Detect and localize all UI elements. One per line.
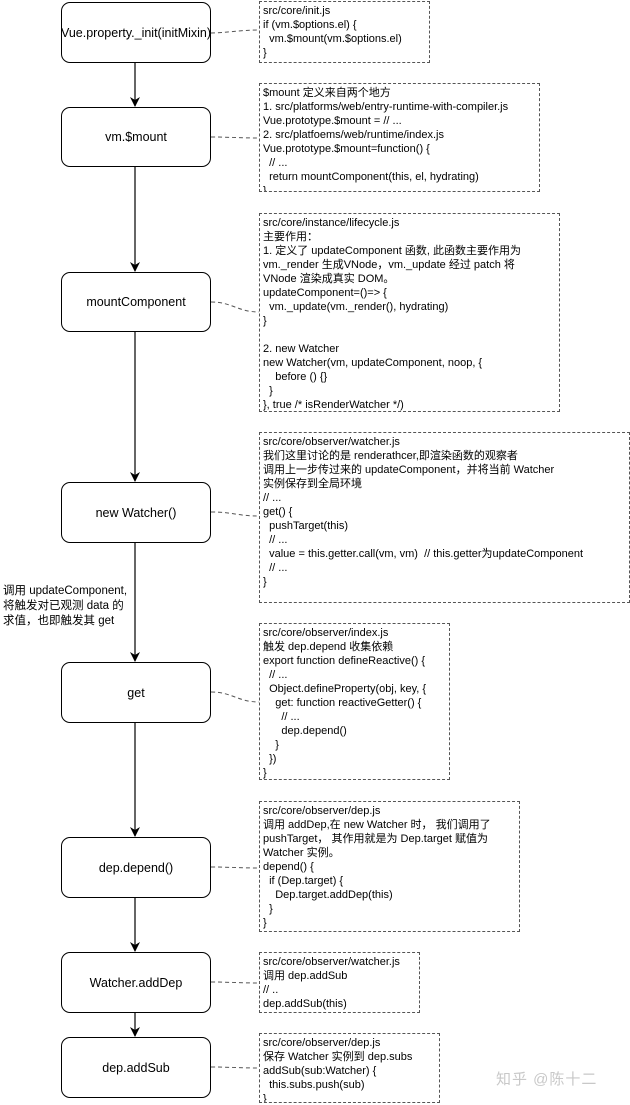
- node-mount-component-label: mountComponent: [86, 295, 186, 309]
- side-annotation: 调用 updateComponent, 将触发对已观测 data 的 求值，也即…: [3, 585, 128, 627]
- node-dep-addsub: dep.addSub: [61, 1037, 211, 1098]
- dash-link-7: [210, 981, 260, 984]
- note-mount: $mount 定义来自两个地方 1. src/platforms/web/ent…: [259, 83, 540, 192]
- node-vm-mount: vm.$mount: [61, 107, 211, 167]
- note-init: src/core/init.js if (vm.$options.el) { v…: [259, 1, 430, 63]
- node-new-watcher: new Watcher(): [61, 482, 211, 543]
- watermark: 知乎 @陈十二: [496, 1071, 598, 1088]
- dash-link-6: [210, 866, 260, 869]
- node-new-watcher-label: new Watcher(): [95, 505, 177, 520]
- note-get: src/core/observer/index.js 触发 dep.depend…: [259, 623, 450, 780]
- node-watcher-adddep: Watcher.addDep: [61, 952, 211, 1013]
- dash-link-5: [210, 691, 260, 703]
- dash-link-4: [210, 511, 260, 517]
- node-dep-addsub-label: dep.addSub: [102, 1060, 170, 1075]
- dash-link-3: [210, 301, 260, 313]
- note-new-watcher: src/core/observer/watcher.js 我们这里讨论的是 re…: [259, 432, 630, 603]
- note-dep-depend: src/core/observer/dep.js 调用 addDep,在 new…: [259, 801, 520, 932]
- node-get: get: [61, 662, 211, 723]
- note-watcher-adddep: src/core/observer/watcher.js 调用 dep.addS…: [259, 952, 420, 1013]
- node-init-label: Vue.property._init(initMixin): [60, 25, 212, 40]
- node-get-label: get: [127, 685, 145, 700]
- node-init: Vue.property._init(initMixin): [61, 2, 211, 63]
- node-dep-depend: dep.depend(): [61, 837, 211, 898]
- dash-link-1: [210, 29, 260, 34]
- dash-link-8: [210, 1066, 260, 1069]
- note-mount-component: src/core/instance/lifecycle.js 主要作用： 1. …: [259, 213, 560, 412]
- note-dep-addsub: src/core/observer/dep.js 保存 Watcher 实例到 …: [259, 1033, 440, 1103]
- node-mount-component: mountComponent: [61, 272, 211, 332]
- node-watcher-adddep-label: Watcher.addDep: [89, 975, 183, 990]
- node-dep-depend-label: dep.depend(): [98, 860, 174, 875]
- dash-link-2: [210, 136, 260, 139]
- node-vm-mount-label: vm.$mount: [105, 130, 167, 144]
